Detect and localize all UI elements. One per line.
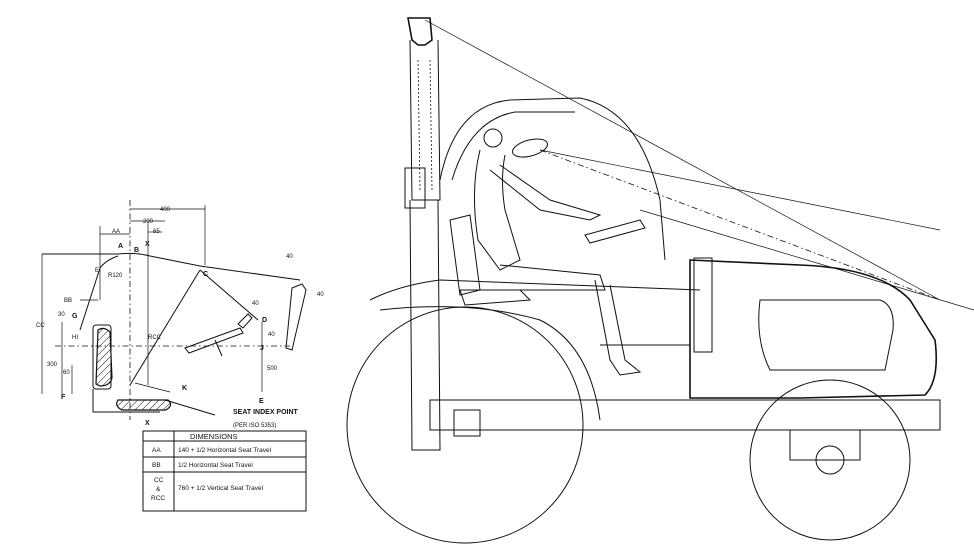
dash-panel <box>584 219 646 244</box>
cab-roof-outline <box>439 97 666 261</box>
dim-40b-label: 40 <box>268 332 275 338</box>
row-aa-code: AA <box>152 447 161 454</box>
seat-base-frame <box>92 389 160 413</box>
dim-aa-label: AA <box>112 229 120 235</box>
row-bb-code: BB <box>152 462 161 469</box>
d-block <box>237 313 253 329</box>
table-header: DIMENSIONS <box>190 432 238 441</box>
dim-300-label: 300 <box>47 362 58 368</box>
rcc-line <box>129 269 201 386</box>
point-k: K <box>182 385 187 392</box>
dim-40a-label: 40 <box>252 301 259 307</box>
steering-wheel <box>511 138 549 158</box>
dim-bb-label: BB <box>64 298 72 304</box>
fender-line <box>369 279 701 301</box>
sight-line-upper <box>424 19 941 301</box>
cab-inner-outline <box>451 111 575 181</box>
operator-arm <box>489 164 602 221</box>
row-cc-desc: 760 + 1/2 Vertical Seat Travel <box>178 485 264 492</box>
dim-500-label: 500 <box>267 366 278 372</box>
zone-left-arc <box>79 255 119 331</box>
rops-lower <box>409 199 441 451</box>
k-leader <box>134 382 171 393</box>
main-frame <box>429 399 941 431</box>
point-x-bottom: X <box>145 420 150 427</box>
dim-r120-label: R120 <box>108 273 123 279</box>
operator-leg <box>594 279 642 376</box>
seat-back-cushion <box>95 327 113 387</box>
iso-reference-label: (PER ISO 5353) <box>233 423 276 429</box>
seat-dimension-diagram: 400 200 65 AA X A B R120 E C RCC CC 300 … <box>36 200 324 429</box>
hood-side-panel <box>758 299 894 371</box>
tractor-seat-cushion <box>459 289 532 306</box>
rear-axle-box <box>453 409 481 437</box>
dim-400-label: 400 <box>160 207 171 213</box>
dim-rcc-label: RCC <box>148 335 162 341</box>
sight-line-extended <box>639 209 974 311</box>
row-aa-desc: 140 + 1/2 Horizontal Seat Travel <box>178 447 272 454</box>
dim-40c-label: 40 <box>286 254 293 260</box>
point-x-top: X <box>145 241 150 248</box>
rear-fender <box>379 306 601 421</box>
row-bb-desc: 1/2 Horizontal Seat Travel <box>178 462 253 469</box>
dim-200-label: 200 <box>143 219 154 225</box>
sight-line-mid <box>539 149 941 231</box>
seat-cushion <box>116 399 172 411</box>
point-g: G <box>72 313 78 320</box>
rops-top <box>407 17 433 46</box>
hood-rear-band <box>693 257 713 353</box>
point-c: C <box>203 271 208 278</box>
row-cc-code-1: CC <box>154 477 164 484</box>
point-b: B <box>134 247 139 254</box>
rops-bracket <box>404 167 426 209</box>
point-e-small: E <box>95 268 99 274</box>
zone-top-boundary <box>42 252 301 281</box>
seat-index-leader <box>164 399 216 416</box>
table-border <box>142 430 307 512</box>
dim-30-label: 30 <box>58 312 65 318</box>
dim-cc-label: CC <box>36 323 45 329</box>
rear-wheel <box>346 306 584 544</box>
point-a: A <box>118 243 123 250</box>
point-e: E <box>259 398 264 405</box>
dim-60-label: 60 <box>63 370 70 376</box>
point-f: F <box>61 394 66 401</box>
point-d: D <box>262 317 267 324</box>
sight-line-lower <box>539 149 941 301</box>
point-hi: HI <box>72 335 78 341</box>
dimensions-table: DIMENSIONS AA 140 + 1/2 Horizontal Seat … <box>142 430 307 512</box>
foot-pedal <box>285 283 307 351</box>
row-cc-code-2: & <box>156 486 161 493</box>
hood-body <box>689 259 938 399</box>
dim-65-label: 65 <box>153 229 160 235</box>
row-cc-code-3: RCC <box>151 495 165 502</box>
seat-index-point-label: SEAT INDEX POINT <box>233 409 299 416</box>
steering-wheel-section <box>184 327 244 354</box>
operator-head <box>483 128 503 148</box>
operator-torso <box>473 149 521 271</box>
c-to-d-line <box>199 269 259 321</box>
dim-40d-label: 40 <box>317 292 324 298</box>
rops-post <box>409 39 441 201</box>
tractor-side-view <box>346 17 974 544</box>
tractor-seat-back <box>449 214 481 296</box>
front-axle <box>789 429 861 461</box>
operator-thigh <box>499 264 606 291</box>
front-wheel <box>749 379 911 541</box>
seat-back-frame <box>92 324 112 390</box>
steering-column <box>214 339 223 357</box>
